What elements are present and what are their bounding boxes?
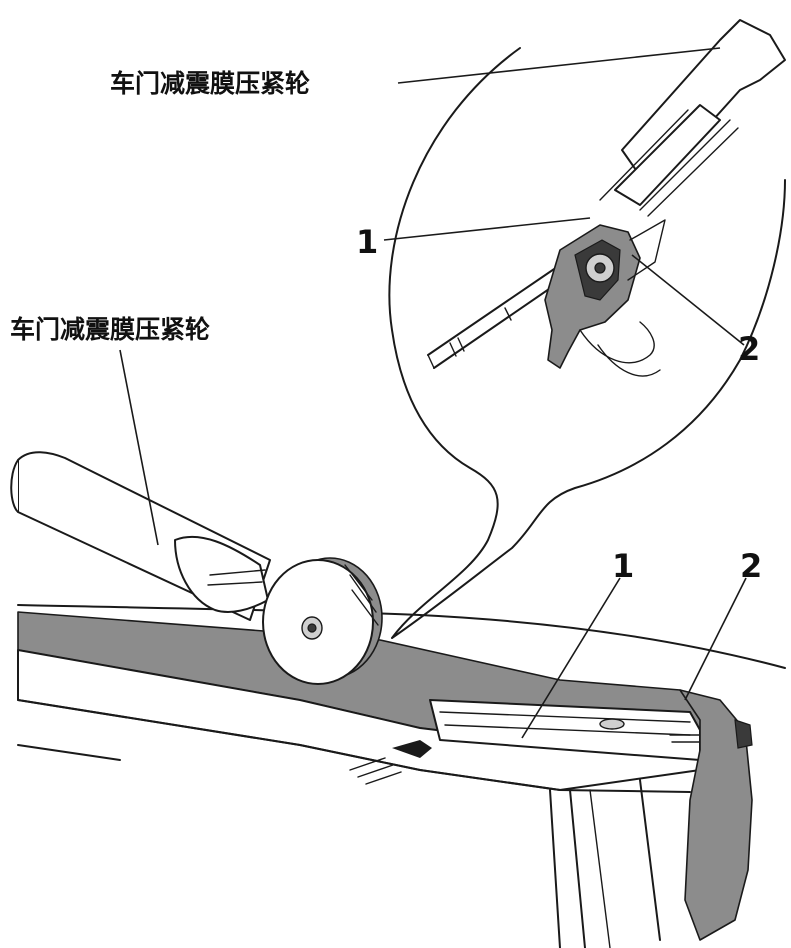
detail-callout-2: 2 (738, 330, 760, 368)
roller-tool (10, 451, 271, 621)
detail-roller-wheel (544, 219, 666, 377)
detail-leader-tool-top (397, 47, 721, 84)
main-leader-1 (521, 577, 621, 739)
tool-label-left: 车门减震膜压紧轮 (10, 315, 210, 344)
damping-membrane (679, 689, 753, 941)
main-callout-1: 1 (612, 547, 634, 585)
main-callout-2: 2 (740, 547, 762, 585)
detail-roller-tool (599, 19, 786, 217)
detail-leader-1 (383, 217, 591, 241)
detail-bubble (388, 47, 786, 639)
main-leader-2 (684, 577, 747, 701)
detail-door-rail (427, 264, 569, 369)
roller-wheel (262, 557, 383, 685)
detail-callout-1: 1 (356, 223, 378, 261)
door-frame (17, 604, 786, 948)
detail-leader-2 (631, 254, 745, 346)
main-leader-tool (119, 349, 159, 546)
direction-arrow (349, 740, 432, 785)
tool-label-top: 车门减震膜压紧轮 (110, 69, 310, 98)
